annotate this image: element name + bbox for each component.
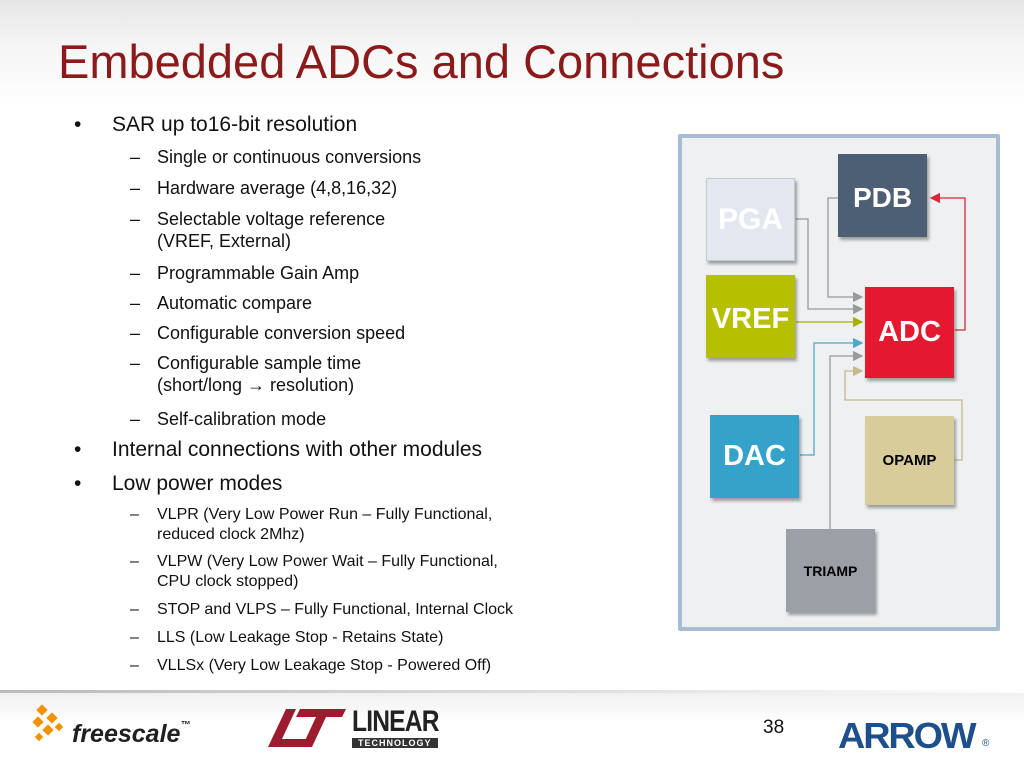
linear-technology-label: TECHNOLOGY (352, 738, 438, 748)
bullet-line: VLPW (Very Low Power Wait – Fully Functi… (157, 553, 498, 570)
linear-wordmark: LINEAR (352, 705, 439, 738)
freescale-logo-icon (32, 704, 64, 742)
bullet-item: –Programmable Gain Amp (130, 262, 360, 284)
bullet-marker: – (130, 353, 141, 373)
pdb-to-adc-line (827, 197, 864, 303)
bullet-marker: – (130, 629, 139, 646)
opamp-to-adc-line (844, 365, 963, 461)
bullet-marker: • (74, 438, 82, 461)
arrow-logo: ARROW (838, 715, 977, 756)
bullet-line: STOP and VLPS – Fully Functional, Intern… (157, 601, 514, 618)
bullet-item: • SAR up to16-bit resolution (74, 113, 358, 137)
bullet-line: Single or continuous conversions (157, 147, 422, 167)
bullet-item: –Hardware average (4,8,16,32) (130, 177, 398, 199)
adc-block: ADC (865, 287, 954, 378)
page-number: 38 (763, 717, 785, 738)
bullet-marker: – (130, 506, 139, 523)
bullet-item: –Configurable sample time(short/long → r… (130, 352, 362, 396)
bullet-item: – VLLSx (Very Low Leakage Stop - Powered … (130, 656, 492, 676)
bullet-marker: – (130, 601, 139, 618)
dac-to-adc-line (800, 337, 864, 456)
bullet-item: – VLPR (Very Low Power Run – Fully Functi… (130, 505, 493, 545)
bullet-item: –Automatic compare (130, 292, 313, 314)
bullet-item: –Configurable conversion speed (130, 322, 406, 344)
freescale-tm: ™ (180, 720, 191, 731)
dac-block: DAC (710, 415, 799, 498)
triamp-to-adc-line (829, 350, 864, 529)
bullet-line: Low power modes (112, 472, 283, 495)
bullet-line: VLPR (Very Low Power Run – Fully Functio… (157, 506, 493, 523)
bullet-marker: – (130, 553, 139, 570)
bullet-line: CPU clock stopped) (157, 573, 299, 590)
bullet-item: –Self-calibration mode (130, 408, 327, 430)
bullet-marker: – (130, 263, 141, 283)
arrow-registered-mark: ® (982, 738, 990, 749)
bullet-item: – VLPW (Very Low Power Wait – Fully Func… (130, 552, 498, 592)
pga-to-adc-line (796, 218, 864, 315)
linear-technology-logo-icon (268, 709, 346, 747)
bullet-item: –Selectable voltage reference(VREF, Exte… (130, 208, 386, 252)
bullet-item: – STOP and VLPS – Fully Functional, Inter… (130, 600, 514, 620)
slide-title: Embedded ADCs and Connections (58, 35, 785, 88)
adc-to-pdb-line (929, 192, 966, 331)
freescale-wordmark: freescale™ (72, 720, 190, 749)
bullet-line: Self-calibration mode (157, 409, 327, 429)
opamp-block: OPAMP (865, 416, 954, 505)
bullet-marker: – (130, 293, 141, 313)
bullet-line: Configurable conversion speed (157, 323, 406, 343)
bullet-item: –Single or continuous conversions (130, 146, 422, 168)
bullet-marker: – (130, 178, 141, 198)
bullet-line: Programmable Gain Amp (157, 263, 360, 283)
bullet-marker: – (130, 409, 141, 429)
bullet-marker: – (130, 657, 139, 674)
bullet-line: Hardware average (4,8,16,32) (157, 178, 398, 198)
bullet-marker: • (74, 472, 82, 495)
bullet-line: Selectable voltage reference (157, 209, 386, 229)
freescale-name: freescale (72, 720, 181, 748)
bullet-line: SAR up to16-bit resolution (112, 113, 358, 136)
bullet-item: – LLS (Low Leakage Stop - Retains State) (130, 628, 444, 648)
bullet-line: reduced clock 2Mhz) (157, 526, 305, 543)
pga-block: PGA (706, 178, 795, 261)
bullet-line: Automatic compare (157, 293, 313, 313)
bullet-item: • Low power modes (74, 472, 283, 496)
bullet-line: (VREF, External) (157, 231, 292, 251)
bullet-marker: – (130, 147, 141, 167)
header-band (0, 0, 1024, 110)
footer-divider (0, 690, 1024, 693)
bullet-line: LLS (Low Leakage Stop - Retains State) (157, 629, 444, 646)
bullet-line: Configurable sample time (157, 353, 362, 373)
vref-block: VREF (706, 275, 795, 358)
footer-shade (0, 693, 1024, 723)
bullet-marker: – (130, 209, 141, 229)
bullet-line: (short/long → resolution) (157, 375, 355, 395)
bullet-marker: • (74, 113, 82, 136)
bullet-item: • Internal connections with other modules (74, 438, 483, 462)
bullet-marker: – (130, 323, 141, 343)
pdb-block: PDB (838, 154, 927, 237)
bullet-line: VLLSx (Very Low Leakage Stop - Powered O… (157, 657, 492, 674)
triamp-block: TRIAMP (786, 529, 875, 612)
bullet-line: Internal connections with other modules (112, 438, 483, 461)
